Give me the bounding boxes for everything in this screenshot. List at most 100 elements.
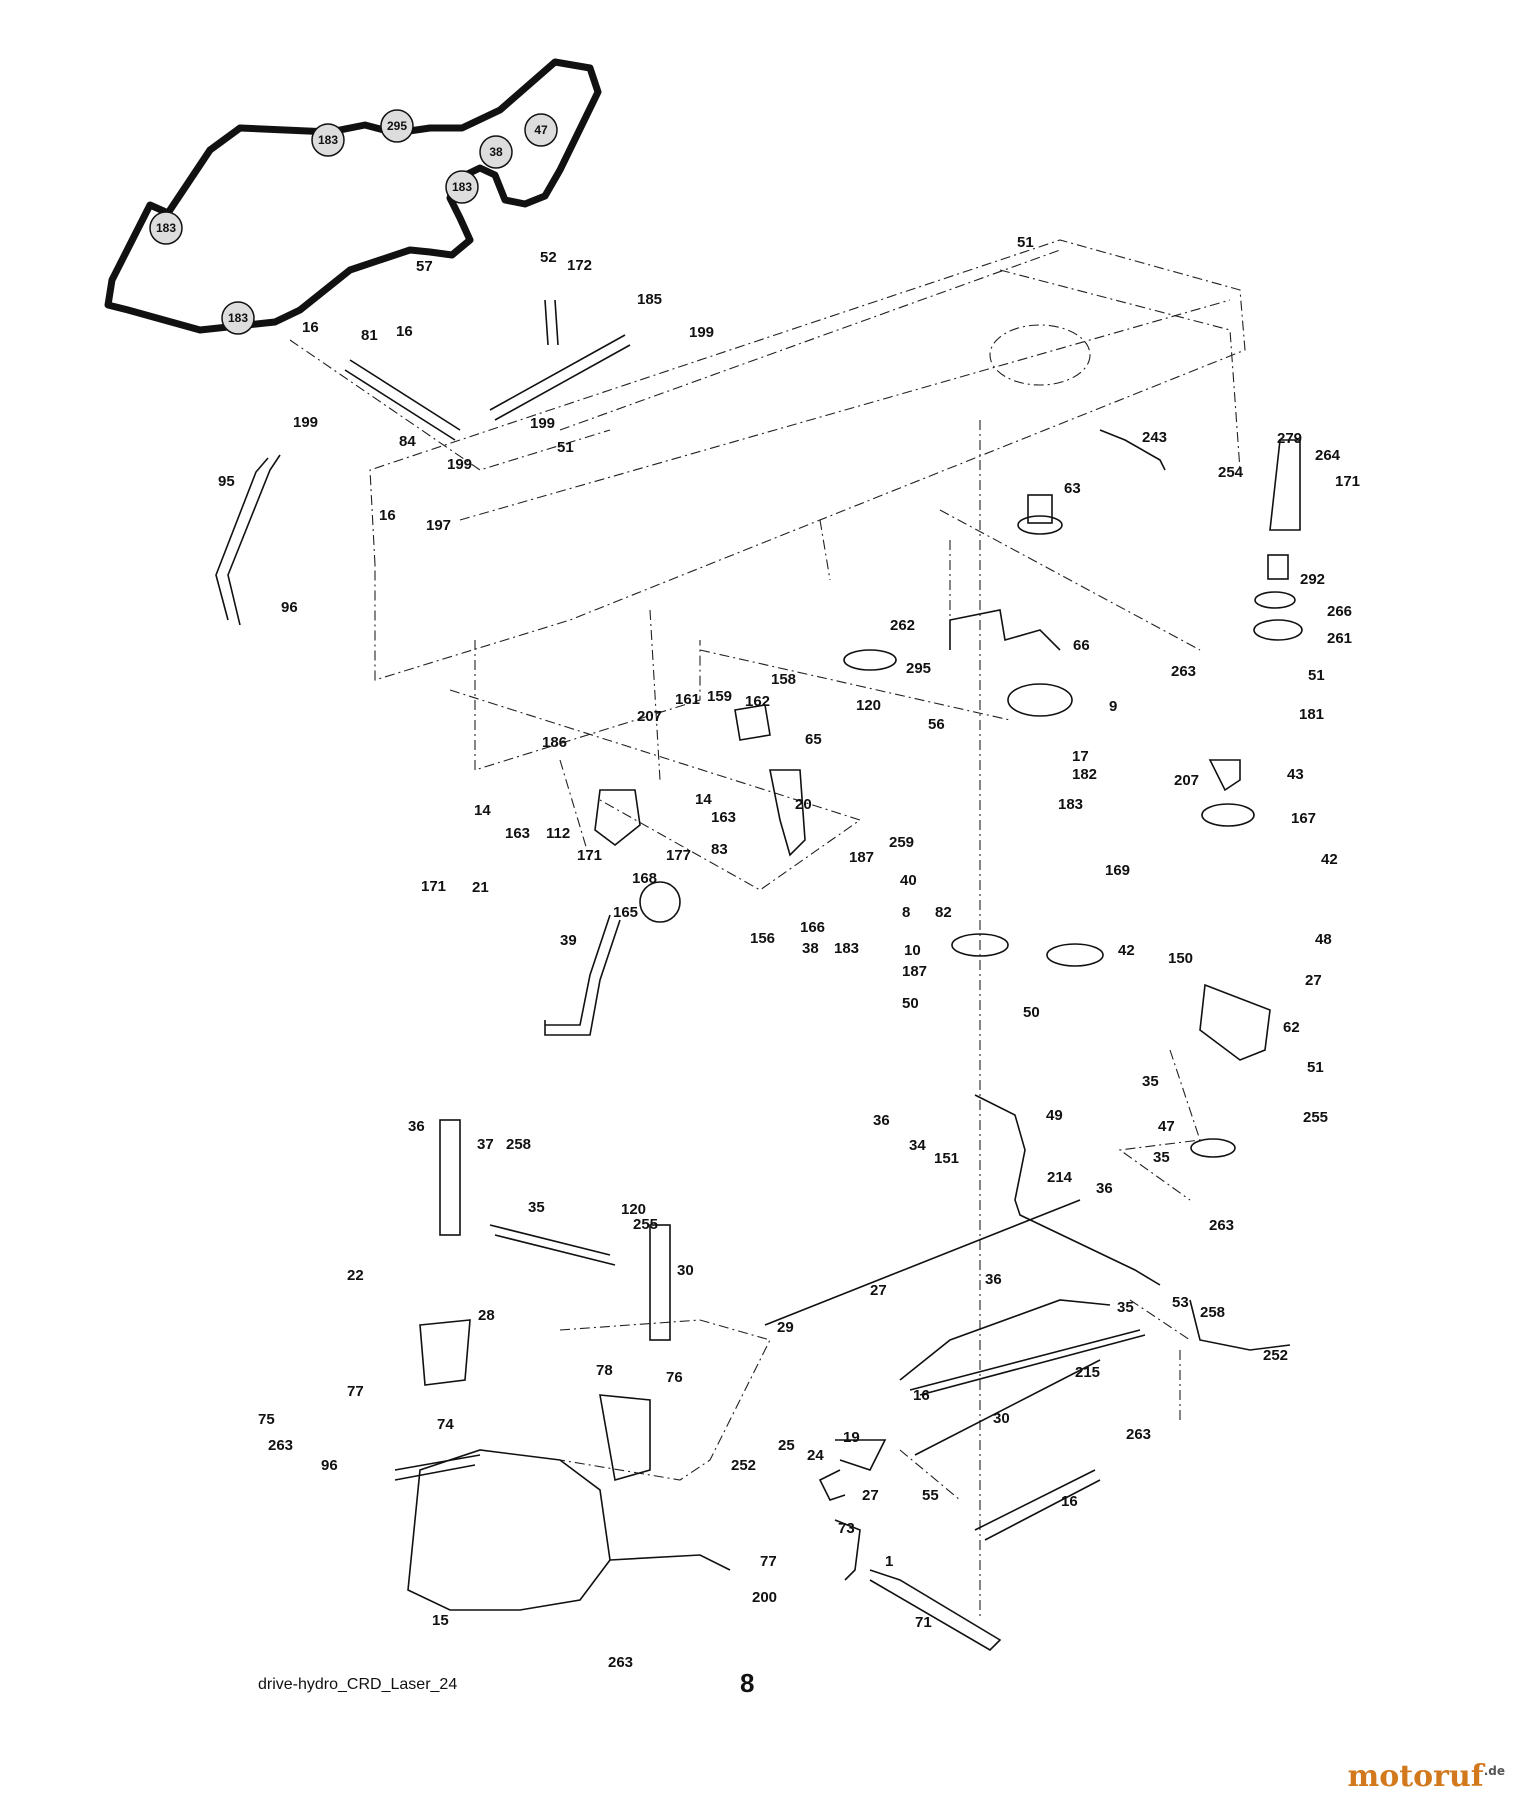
callout-label: 71 [915, 1614, 932, 1631]
callout-label: 66 [1073, 637, 1090, 654]
callout-label: 25 [778, 1437, 795, 1454]
callout-label: 57 [416, 258, 433, 275]
callout-label: 255 [1303, 1109, 1328, 1126]
callout-label: 16 [1061, 1493, 1078, 1510]
belt-pulley-marker [221, 301, 255, 335]
callout-label: 120 [621, 1201, 646, 1218]
callout-label: 150 [1168, 950, 1193, 967]
callout-label: 158 [771, 671, 796, 688]
callout-label: 156 [750, 930, 775, 947]
belt-pulleys: 183 295 47 38 183 183 183 [149, 109, 558, 335]
callout-label: 207 [637, 708, 662, 725]
callout-label: 167 [1291, 810, 1316, 827]
callout-label: 38 [802, 940, 819, 957]
callout-label: 77 [760, 1553, 777, 1570]
callout-label: 120 [856, 697, 881, 714]
callout-label: 36 [873, 1112, 890, 1129]
callout-label: 36 [985, 1271, 1002, 1288]
callout-label: 42 [1321, 851, 1338, 868]
callout-label: 151 [934, 1150, 959, 1167]
callout-label: 82 [935, 904, 952, 921]
belt-pulley-label: 183 [452, 180, 472, 194]
callout-label: 168 [632, 870, 657, 887]
diagram-caption: drive-hydro_CRD_Laser_24 [258, 1676, 458, 1693]
belt-pulley-marker [445, 170, 479, 204]
callout-label: 172 [567, 257, 592, 274]
callout-label: 243 [1142, 429, 1167, 446]
callout-label: 215 [1075, 1364, 1100, 1381]
callout-label: 183 [834, 940, 859, 957]
callout-label: 74 [437, 1416, 454, 1433]
callout-label: 95 [218, 473, 235, 490]
callout-label: 15 [432, 1612, 449, 1629]
belt-pulley-marker [311, 123, 345, 157]
callout-label: 263 [1171, 663, 1196, 680]
callout-label: 62 [1283, 1019, 1300, 1036]
callout-label: 199 [530, 415, 555, 432]
callout-label: 252 [1263, 1347, 1288, 1364]
callout-label: 20 [795, 796, 812, 813]
callout-label: 75 [258, 1411, 275, 1428]
callout-label: 43 [1287, 766, 1304, 783]
callout-label: 40 [900, 872, 917, 889]
callout-label: 17 [1072, 748, 1089, 765]
callout-label: 96 [281, 599, 298, 616]
callout-label: 171 [421, 878, 446, 895]
callout-label: 16 [302, 319, 319, 336]
watermark-logo: motoruf.de [1348, 1759, 1505, 1794]
callout-label: 22 [347, 1267, 364, 1284]
belt-pulley-label: 295 [387, 119, 407, 133]
callout-label: 199 [689, 324, 714, 341]
callout-label: 35 [1142, 1073, 1159, 1090]
callout-label: 77 [347, 1383, 364, 1400]
callout-label: 163 [711, 809, 736, 826]
callout-label: 185 [637, 291, 662, 308]
component-outlines [215, 299, 1303, 1652]
callout-label: 197 [426, 517, 451, 534]
callout-label: 159 [707, 688, 732, 705]
callout-label: 199 [293, 414, 318, 431]
callout-label: 16 [379, 507, 396, 524]
callout-label: 37 [477, 1136, 494, 1153]
callout-label: 51 [1017, 234, 1034, 251]
callout-label: 292 [1300, 571, 1325, 588]
callout-label: 258 [1200, 1304, 1225, 1321]
callout-label: 28 [478, 1307, 495, 1324]
callout-label: 73 [838, 1520, 855, 1537]
callout-label: 36 [1096, 1180, 1113, 1197]
callout-label: 50 [1023, 1004, 1040, 1021]
callout-label: 258 [506, 1136, 531, 1153]
callout-label: 83 [711, 841, 728, 858]
callout-label: 261 [1327, 630, 1352, 647]
callout-label: 27 [1305, 972, 1322, 989]
callout-label: 19 [843, 1429, 860, 1446]
callout-label: 63 [1064, 480, 1081, 497]
watermark-name: motoruf [1347, 1759, 1484, 1794]
callout-label: 177 [666, 847, 691, 864]
callout-label: 35 [528, 1199, 545, 1216]
callout-label: 162 [745, 693, 770, 710]
belt-pulley-marker [479, 135, 513, 169]
callout-label: 55 [922, 1487, 939, 1504]
callout-label: 171 [1335, 473, 1360, 490]
callout-label: 49 [1046, 1107, 1063, 1124]
callout-label: 264 [1315, 447, 1341, 464]
callout-label: 161 [675, 691, 700, 708]
callout-label: 51 [1308, 667, 1325, 684]
callout-label: 259 [889, 834, 914, 851]
callout-label: 16 [396, 323, 413, 340]
callout-label: 34 [909, 1137, 926, 1154]
belt-pulley-marker [380, 109, 414, 143]
callout-label: 254 [1218, 464, 1244, 481]
callout-label: 14 [474, 802, 491, 819]
callout-label: 36 [408, 1118, 425, 1135]
page-number: 8 [740, 1668, 755, 1698]
belt-pulley-label: 47 [534, 123, 548, 137]
belt-pulley-label: 183 [318, 133, 338, 147]
callout-label: 52 [540, 249, 557, 266]
callout-label: 199 [447, 456, 472, 473]
belt-pulley-label: 183 [156, 221, 176, 235]
callout-label: 187 [902, 963, 927, 980]
watermark-tld: .de [1483, 1764, 1505, 1778]
callout-label: 10 [904, 942, 921, 959]
